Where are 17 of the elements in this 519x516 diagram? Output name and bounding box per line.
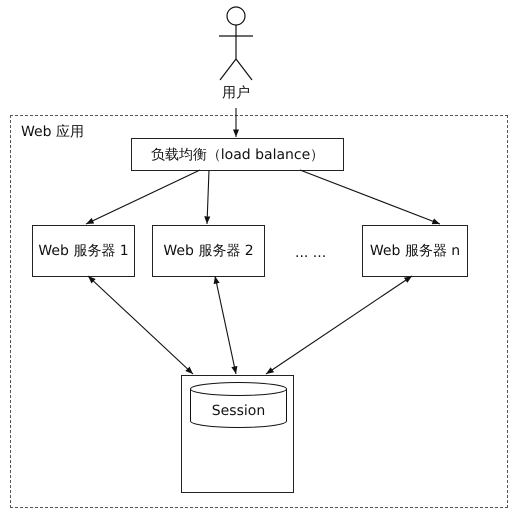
arrow [300, 169, 440, 225]
arrow [266, 276, 412, 374]
arrow [204, 170, 210, 224]
container-title: Web 应用 [21, 123, 84, 141]
node-label: Session [212, 403, 266, 419]
user-label: 用户 [222, 84, 250, 102]
arrow [232, 108, 240, 137]
server-box: Web 服务器 1 [32, 225, 135, 277]
arrow [86, 170, 200, 224]
server-box: Web 服务器 2 [152, 225, 265, 277]
arrow [88, 276, 194, 374]
server-box: Web 服务器 n [362, 225, 468, 277]
balancer-box: 负载均衡（load balance） [131, 138, 344, 171]
storage-box [181, 375, 294, 493]
ellipsis-label: ... ... [295, 245, 326, 261]
arrow [214, 276, 238, 374]
container-frame [10, 115, 508, 508]
